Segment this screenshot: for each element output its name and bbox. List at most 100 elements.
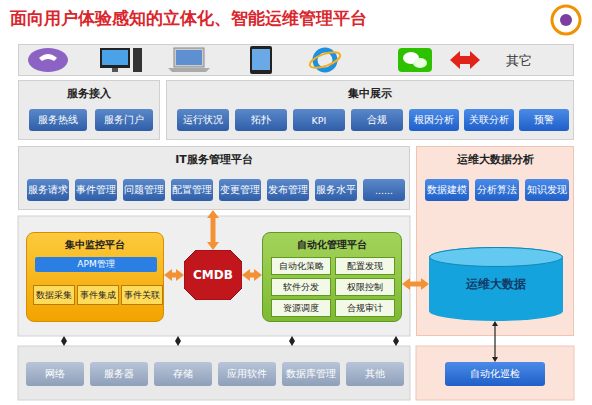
box-label: 问题管理 xyxy=(124,184,164,197)
box-label: 数据库管理 xyxy=(286,367,336,381)
resource-button: 其他 xyxy=(346,362,404,386)
display-button: 拓扑 xyxy=(235,109,287,131)
automation-platform: 自动化管理平台自动化策略配置发现软件分发 权限控制资源调度 合规审计 xyxy=(262,232,402,322)
box-label: 自动化策略 xyxy=(279,260,324,273)
group-heading: 运维大数据分析 xyxy=(417,152,573,167)
automation-button: 自动化策略 xyxy=(271,257,331,275)
display-button: 运行状况 xyxy=(177,109,229,131)
box-label: 数据采集 xyxy=(36,289,72,302)
box-label: 配置管理 xyxy=(172,184,212,197)
monitoring-platform: 集中监控平台APM管理数据采集事件集成事件关联 xyxy=(26,232,164,322)
automation-button: 合规审计 xyxy=(335,299,395,317)
cylinder-top xyxy=(430,248,563,267)
resource-button: 应用软件 xyxy=(218,362,276,386)
box-label: 服务水平 xyxy=(316,184,356,197)
box-label: 权限控制 xyxy=(347,281,383,294)
monitor-button: 事件关联 xyxy=(121,285,163,305)
itsm-button: 问题管理 xyxy=(123,179,165,201)
itsm-button: 变更管理 xyxy=(219,179,261,201)
box-label: 服务器 xyxy=(104,367,134,381)
group-heading: IT服务管理平台 xyxy=(19,152,409,167)
box-label: 发布管理 xyxy=(268,184,308,197)
box-label: 网络 xyxy=(45,367,65,381)
group-heading: 集中展示 xyxy=(167,86,573,101)
box-label: 运维大数据 xyxy=(466,276,526,293)
box-label: CMDB xyxy=(193,268,233,282)
middle-area xyxy=(18,216,410,336)
resource-button: 存储 xyxy=(154,362,212,386)
itsm-button: 服务水平 xyxy=(315,179,357,201)
connector-arrow xyxy=(172,273,176,278)
box-label: 合规 xyxy=(367,114,387,127)
automation-button: 配置发现 xyxy=(335,257,395,275)
box-label: 事件关联 xyxy=(124,289,160,302)
data-cylinder: 运维大数据 xyxy=(429,247,563,321)
box-label: APM管理 xyxy=(77,258,114,271)
box-label: 预警 xyxy=(534,114,554,127)
itsm-button: 服务请求 xyxy=(27,179,69,201)
apm-bar: APM管理 xyxy=(35,257,157,272)
analysis-button: 数据建模 xyxy=(425,179,469,201)
box-label: 存储 xyxy=(173,367,193,381)
box-label: 其他 xyxy=(365,367,385,381)
analysis-button: 关联分析 xyxy=(464,109,514,131)
resource-button: 服务器 xyxy=(90,362,148,386)
box-label: 关联分析 xyxy=(469,114,509,127)
analysis-button: 知识发现 xyxy=(525,179,569,201)
logo-ring xyxy=(552,6,580,34)
box-label: 服务门户 xyxy=(104,114,144,127)
connector-arrow xyxy=(250,273,254,278)
monitor-button: 数据采集 xyxy=(33,285,75,305)
itsm-button: 配置管理 xyxy=(171,179,213,201)
page-title: 面向用户体验感知的立体化、智能运维管理平台 xyxy=(10,7,367,30)
resource-button: 数据库管理 xyxy=(282,362,340,386)
analysis-button: 预警 xyxy=(519,109,569,131)
automation-button: 权限控制 xyxy=(335,278,395,296)
analysis-button: 分析算法 xyxy=(475,179,519,201)
box-label: 应用软件 xyxy=(227,367,267,381)
link-arrow xyxy=(395,340,396,341)
display-button: 合规 xyxy=(351,109,403,131)
service-access-group: 服务接入服务热线 服务门户 xyxy=(18,80,160,140)
group-heading: 自动化管理平台 xyxy=(263,238,401,252)
box-label: 拓扑 xyxy=(251,114,271,127)
logo-core xyxy=(560,14,572,26)
box-label: 数据建模 xyxy=(427,184,467,197)
link-arrow xyxy=(291,340,292,341)
box-label: 软件分发 xyxy=(283,281,319,294)
cylinder-body xyxy=(429,247,563,321)
group-heading: 集中监控平台 xyxy=(27,238,163,252)
itsm-platform: IT服务管理平台服务请求事件管理问题管理配置管理变更管理发布管理服务水平....… xyxy=(18,146,410,210)
box-label: KPI xyxy=(312,115,327,126)
cmdb-octagon: CMDB xyxy=(184,250,242,300)
group-heading: 其它 xyxy=(506,52,532,70)
box-label: 根因分析 xyxy=(414,114,454,127)
octagon-body xyxy=(184,250,242,300)
device-band: 其它 xyxy=(18,44,574,76)
itsm-button: 发布管理 xyxy=(267,179,309,201)
itsm-button: 事件管理 xyxy=(75,179,117,201)
group-heading: 服务接入 xyxy=(19,86,159,101)
box-label: 变更管理 xyxy=(220,184,260,197)
big-data-analysis: 运维大数据分析数据建模分析算法知识发现运维大数据 xyxy=(416,146,574,336)
connector-arrow xyxy=(211,218,216,242)
resource-button: 网络 xyxy=(26,362,84,386)
analysis-button: 根因分析 xyxy=(409,109,459,131)
resource-band xyxy=(18,346,410,400)
box-label: 知识发现 xyxy=(527,184,567,197)
itsm-button: ...... xyxy=(363,179,405,201)
automation-button: 软件分发 xyxy=(271,278,331,296)
service-button: 服务热线 xyxy=(29,109,87,131)
box-label: 服务热线 xyxy=(38,114,78,127)
box-label: 合规审计 xyxy=(347,302,383,315)
box-label: 自动化巡检 xyxy=(470,368,520,381)
display-group: 集中展示运行状况 拓扑 KPI 合规 根因分析 关联分析 预警 xyxy=(166,80,574,140)
service-button: 服务门户 xyxy=(95,109,153,131)
box-label: 服务请求 xyxy=(28,184,68,197)
box-label: 事件管理 xyxy=(76,184,116,197)
automation-button: 资源调度 xyxy=(271,299,331,317)
box-label: 运行状况 xyxy=(183,114,223,127)
display-button: KPI xyxy=(293,109,345,131)
inspection-button: 自动化巡检 xyxy=(445,362,545,386)
inspection-band xyxy=(416,346,574,400)
